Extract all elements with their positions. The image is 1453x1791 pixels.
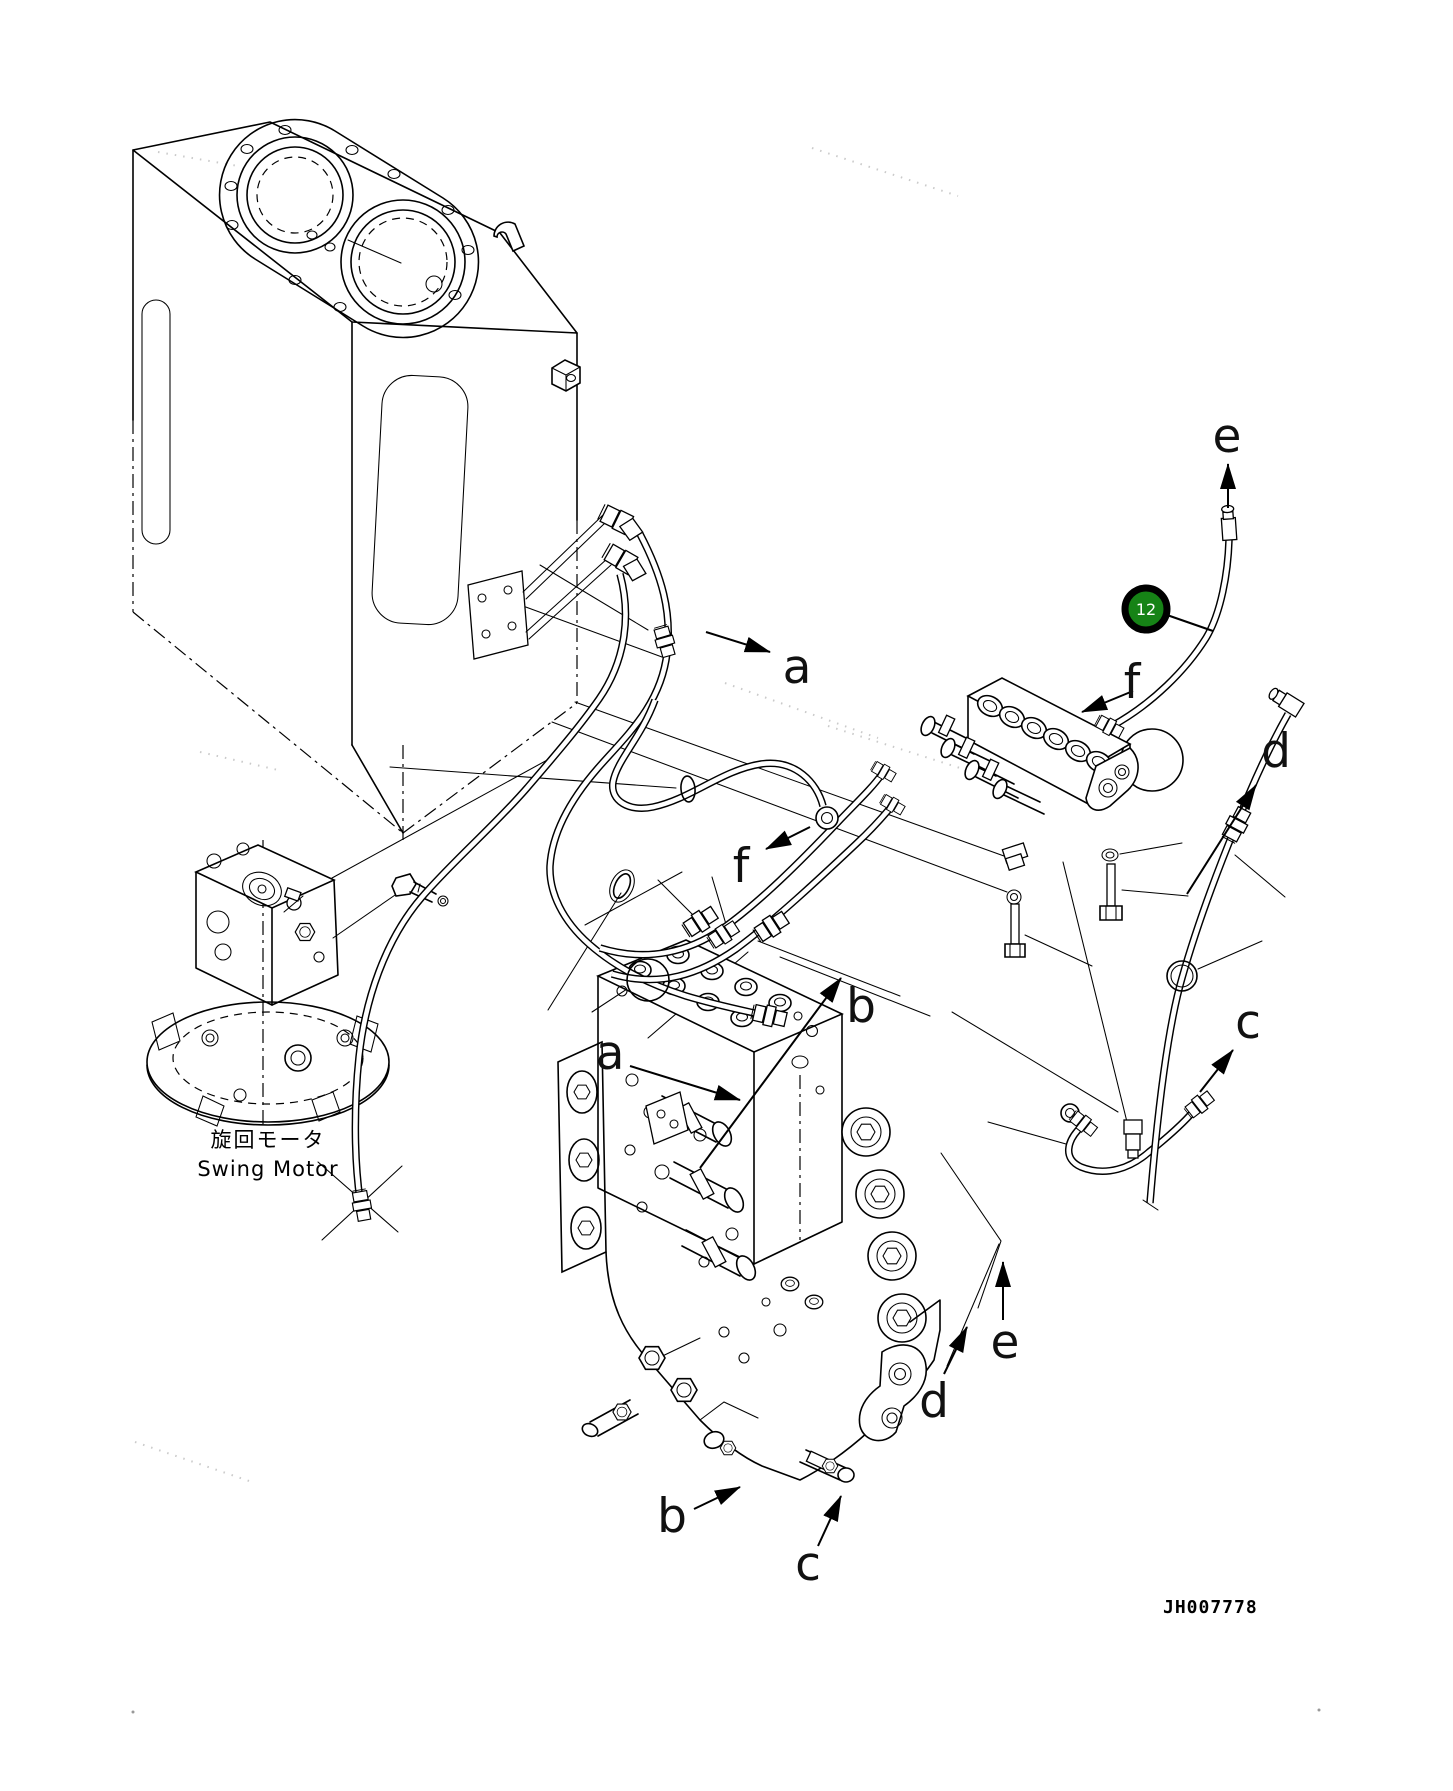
callout-letter-f-manifold: f — [1124, 655, 1142, 710]
watermark-specks — [131, 147, 1321, 1714]
callout-letter-d-valve: d — [919, 1374, 949, 1429]
swing-motor-label-jp: 旋回モータ — [211, 1128, 326, 1152]
callout-letter-e-valve: e — [991, 1315, 1020, 1370]
callout-f-hose: f — [733, 826, 811, 894]
balloon-number: 12 — [1136, 600, 1156, 619]
hydraulic-tank — [132, 118, 581, 843]
callouts: e f a f b a d c — [596, 409, 1291, 1592]
callout-e-top: e — [1213, 409, 1242, 508]
d-hose-top-fitting — [1268, 687, 1305, 718]
swing-motor-label-en: Swing Motor — [197, 1157, 338, 1181]
callout-letter-c-valve: c — [795, 1537, 821, 1592]
callout-letter-b-valve: b — [657, 1489, 687, 1544]
callout-e-valve: e — [940, 1152, 1020, 1370]
main-control-valve — [557, 939, 941, 1483]
callout-letter-a-valve: a — [596, 1026, 625, 1081]
pilot-fitting — [283, 887, 304, 913]
callout-letter-e-top: e — [1213, 409, 1242, 464]
manifold-top-ports — [976, 694, 1113, 774]
callout-letter-d-hose: d — [1261, 724, 1291, 779]
hose-fittings — [349, 502, 1305, 1223]
drawing-number: JH007778 — [1163, 1597, 1258, 1618]
tank-left-slot — [141, 299, 171, 545]
callout-d-valve: d — [919, 1326, 968, 1429]
swing-motor: 旋回モータ Swing Motor — [146, 840, 390, 1181]
part-balloon-12[interactable]: 12 — [1121, 584, 1214, 634]
callout-letter-f-hose: f — [733, 839, 751, 894]
callout-letter-c-hose: c — [1235, 995, 1261, 1050]
left-plug — [581, 1399, 639, 1438]
callout-a-hose: a — [705, 631, 812, 695]
callout-c-hose: c — [1199, 995, 1261, 1093]
manifold-bracket — [1085, 747, 1139, 811]
c-port-fitting — [799, 1449, 855, 1483]
tank-handle — [493, 221, 526, 253]
o-ring — [1166, 960, 1198, 992]
middle-solenoids — [657, 1095, 757, 1281]
callout-letter-b-hose: b — [846, 979, 876, 1034]
balloon-circle[interactable] — [1121, 584, 1171, 634]
callout-b-valve: b — [657, 1486, 741, 1544]
solenoid-valve-manifold — [920, 677, 1184, 958]
callout-letter-a-hose: a — [783, 640, 812, 695]
c-hose-mid-fitting — [1123, 1119, 1143, 1159]
e-hose-top-fitting — [1220, 504, 1238, 542]
flange-bolt-holes — [224, 124, 475, 313]
callout-a-valve: a — [596, 1026, 741, 1101]
manifold-hardware — [1001, 842, 1123, 958]
callout-b-hose: b — [699, 977, 876, 1169]
callout-f-manifold: f — [1081, 655, 1142, 713]
tank-hose-bracket — [467, 514, 612, 660]
hoses — [351, 532, 1292, 1211]
right-twin-port-bracket — [858, 1344, 928, 1442]
callout-d-hose: d — [1186, 724, 1291, 895]
callout-c-valve: c — [795, 1495, 842, 1592]
tank-door — [371, 374, 469, 626]
manifold-cartridges — [920, 714, 1045, 815]
tank-side-fitting — [551, 359, 581, 392]
clamp-bolt — [391, 873, 449, 907]
